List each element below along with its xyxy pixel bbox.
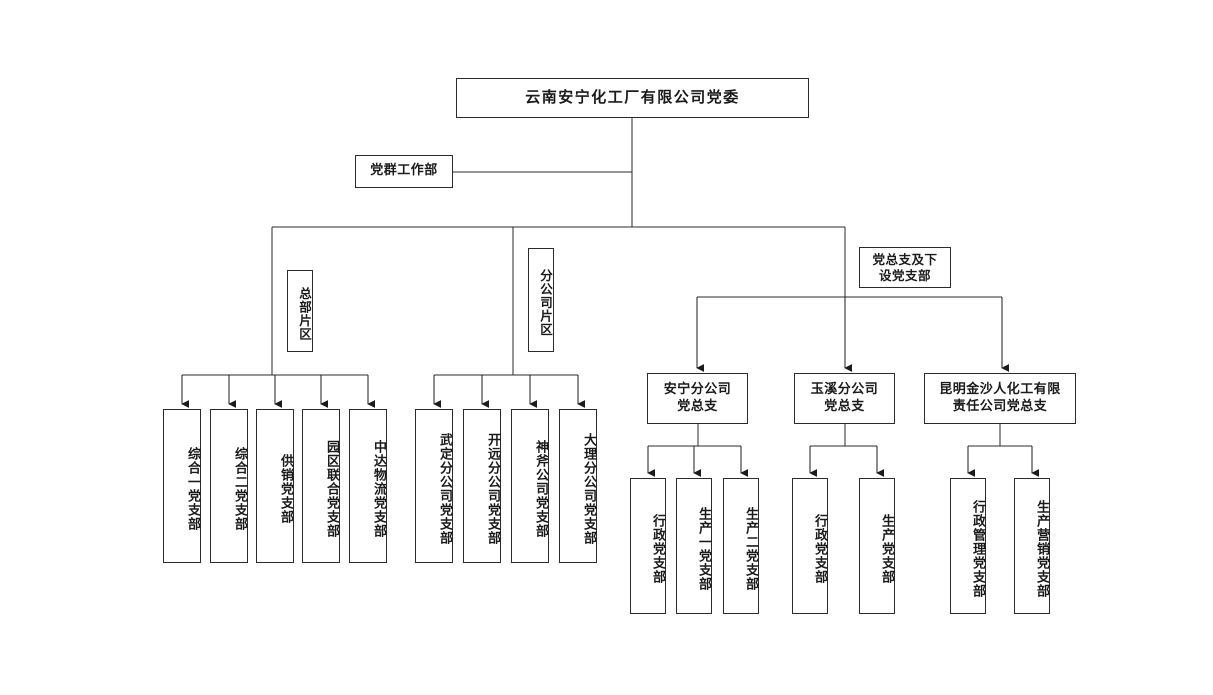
leaf-node-bc-1-label: 武定分公司党支部 [437, 433, 452, 545]
region-label-branch-company[interactable]: 分公司片区 [528, 248, 554, 352]
leaf-node-bc-2[interactable]: 开远分公司党支部 [463, 409, 501, 563]
leaf-node-bc-3-label: 神斧公司党支部 [533, 440, 548, 538]
region-label-headquarters[interactable]: 总部片区 [287, 270, 313, 352]
general-branch-yuxi[interactable]: 玉溪分公司 党总支 [794, 373, 895, 424]
leaf-node-hq-4-label: 园区联合党支部 [324, 440, 339, 538]
department-node-party-mass-work[interactable]: 党群工作部 [355, 155, 453, 188]
leaf-node-bc-4-label: 大理分公司党支部 [581, 433, 596, 545]
leaf-node-anning-2-label: 生产一党支部 [696, 507, 711, 591]
leaf-node-hq-3-label: 供销党支部 [278, 454, 293, 524]
leaf-node-bc-1[interactable]: 武定分公司党支部 [415, 409, 453, 563]
region-label-branch-company-text: 分公司片区 [538, 269, 553, 337]
general-branch-kunming-jinsharen-label: 昆明金沙人化工有限 责任公司党总支 [939, 381, 1061, 414]
leaf-node-yuxi-1-label: 行政党支部 [812, 514, 827, 584]
leaf-node-anning-2[interactable]: 生产一党支部 [676, 478, 712, 614]
general-branch-anning-label: 安宁分公司 党总支 [663, 381, 732, 414]
leaf-node-bc-4[interactable]: 大理分公司党支部 [559, 409, 597, 563]
note-general-branch-structure-text: 党总支及下 设党支部 [872, 251, 938, 283]
leaf-node-anning-3[interactable]: 生产二党支部 [723, 478, 759, 614]
leaf-node-kunming-1[interactable]: 行政管理党支部 [950, 478, 986, 614]
leaf-node-yuxi-2-label: 生产党支部 [879, 514, 894, 584]
root-node-label: 云南安宁化工厂有限公司党委 [525, 88, 740, 107]
leaf-node-hq-3[interactable]: 供销党支部 [256, 409, 294, 563]
leaf-node-kunming-1-label: 行政管理党支部 [970, 500, 985, 598]
leaf-node-yuxi-2[interactable]: 生产党支部 [859, 478, 895, 614]
leaf-node-kunming-2-label: 生产营销党支部 [1034, 500, 1049, 598]
general-branch-kunming-jinsharen[interactable]: 昆明金沙人化工有限 责任公司党总支 [924, 373, 1076, 424]
leaf-node-bc-3[interactable]: 神斧公司党支部 [511, 409, 549, 563]
leaf-node-hq-5-label: 中达物流党支部 [371, 440, 386, 538]
leaf-node-anning-1[interactable]: 行政党支部 [630, 478, 666, 614]
root-node-party-committee[interactable]: 云南安宁化工厂有限公司党委 [456, 78, 809, 118]
leaf-node-hq-1-label: 综合一党支部 [185, 447, 200, 531]
leaf-node-anning-1-label: 行政党支部 [650, 514, 665, 584]
leaf-node-hq-4[interactable]: 园区联合党支部 [302, 409, 340, 563]
general-branch-yuxi-label: 玉溪分公司 党总支 [810, 381, 879, 414]
leaf-node-hq-2[interactable]: 综合二党支部 [210, 409, 248, 563]
region-label-headquarters-text: 总部片区 [297, 287, 312, 341]
leaf-node-hq-1[interactable]: 综合一党支部 [163, 409, 201, 563]
leaf-node-anning-3-label: 生产二党支部 [743, 507, 758, 591]
general-branch-anning[interactable]: 安宁分公司 党总支 [647, 373, 748, 424]
leaf-node-yuxi-1[interactable]: 行政党支部 [792, 478, 828, 614]
leaf-node-hq-5[interactable]: 中达物流党支部 [349, 409, 387, 563]
leaf-node-bc-2-label: 开远分公司党支部 [485, 433, 500, 545]
leaf-node-hq-2-label: 综合二党支部 [232, 447, 247, 531]
leaf-node-kunming-2[interactable]: 生产营销党支部 [1014, 478, 1050, 614]
note-general-branch-structure[interactable]: 党总支及下 设党支部 [859, 247, 951, 288]
department-node-label: 党群工作部 [370, 163, 438, 179]
